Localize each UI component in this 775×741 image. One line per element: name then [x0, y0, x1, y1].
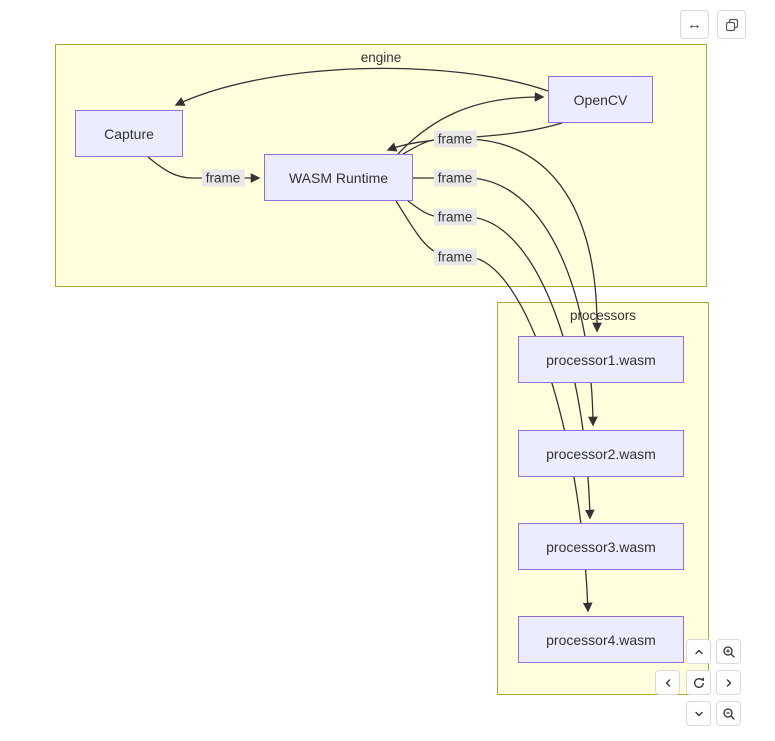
edge-label-frame-2: frame [433, 169, 477, 187]
zoom-out-button[interactable] [716, 701, 741, 726]
node-wasm-runtime[interactable]: WASM Runtime [264, 154, 413, 201]
node-processor3-label: processor3.wasm [546, 538, 656, 555]
node-opencv[interactable]: OpenCV [548, 76, 653, 123]
copy-button[interactable] [717, 10, 746, 39]
node-processor4-label: processor4.wasm [546, 631, 656, 648]
node-opencv-label: OpenCV [573, 91, 628, 108]
node-processor4[interactable]: processor4.wasm [518, 616, 684, 663]
subgraph-processors-title: processors [569, 308, 637, 323]
edge-label-frame-3: frame [433, 208, 477, 226]
magnifier-minus-icon [722, 707, 736, 721]
edge-label-frame-1: frame [433, 130, 477, 148]
refresh-icon [692, 676, 706, 690]
chevron-left-icon [662, 677, 674, 689]
node-processor3[interactable]: processor3.wasm [518, 523, 684, 570]
reset-view-button[interactable] [686, 670, 711, 695]
left-right-arrow-icon: ↔ [687, 16, 702, 33]
copy-icon [725, 18, 739, 32]
pan-down-button[interactable] [686, 701, 711, 726]
magnifier-plus-icon [722, 645, 736, 659]
subgraph-engine-title: engine [360, 50, 402, 65]
chevron-down-icon [693, 708, 705, 720]
pan-left-button[interactable] [655, 670, 680, 695]
node-processor1[interactable]: processor1.wasm [518, 336, 684, 383]
chevron-up-icon [693, 646, 705, 658]
node-capture-label: Capture [104, 125, 154, 142]
edge-label-frame-4: frame [433, 248, 477, 266]
fit-width-button[interactable]: ↔ [680, 10, 709, 39]
pan-right-button[interactable] [716, 670, 741, 695]
node-capture[interactable]: Capture [75, 110, 183, 157]
node-processor1-label: processor1.wasm [546, 351, 656, 368]
edge-label-frame-0: frame [201, 169, 245, 187]
zoom-in-button[interactable] [716, 639, 741, 664]
pan-up-button[interactable] [686, 639, 711, 664]
node-processor2[interactable]: processor2.wasm [518, 430, 684, 477]
chevron-right-icon [723, 677, 735, 689]
node-processor2-label: processor2.wasm [546, 445, 656, 462]
node-wasm-runtime-label: WASM Runtime [288, 169, 389, 186]
